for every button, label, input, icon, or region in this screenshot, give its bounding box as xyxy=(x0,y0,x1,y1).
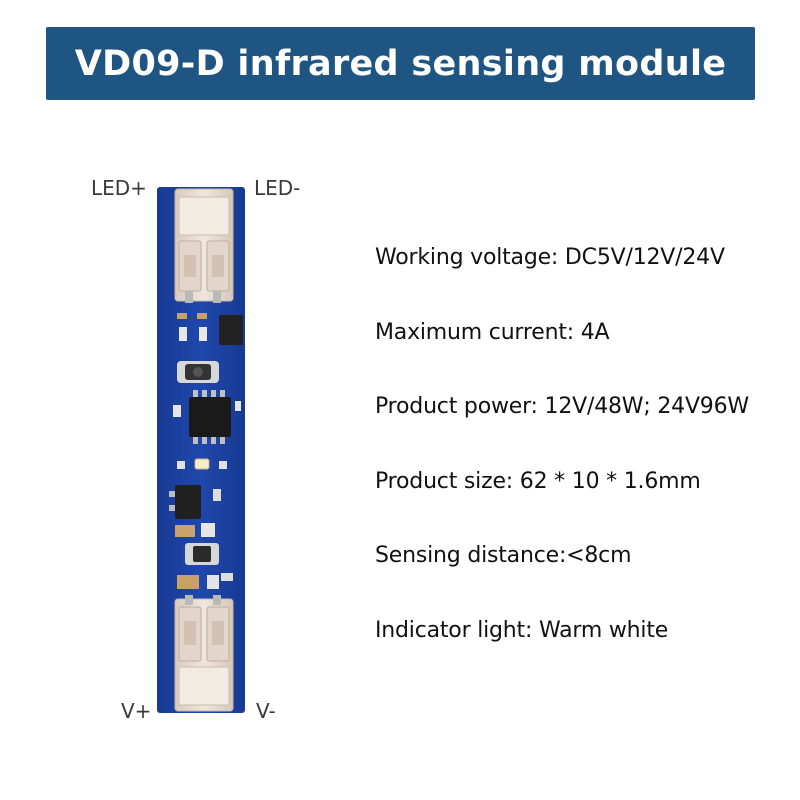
pcb-module-image xyxy=(155,187,247,713)
title-banner: VD09-D infrared sensing module xyxy=(46,27,755,100)
spec-indicator-light: Indicator light: Warm white xyxy=(375,617,669,643)
spec-maximum-current: Maximum current: 4A xyxy=(375,319,610,345)
top-connector xyxy=(174,188,234,303)
spec-list: Working voltage: DC5V/12V/24V Maximum cu… xyxy=(375,245,749,693)
spec-sensing-distance: Sensing distance:<8cm xyxy=(375,543,632,569)
spec-product-size: Product size: 62 * 10 * 1.6mm xyxy=(375,468,701,494)
pin-label-led-minus: LED- xyxy=(254,176,301,200)
pin-label-led-plus: LED+ xyxy=(91,176,147,200)
main-ic xyxy=(189,390,231,444)
spec-working-voltage: Working voltage: DC5V/12V/24V xyxy=(375,245,725,270)
page-title: VD09-D infrared sensing module xyxy=(74,43,727,84)
pin-label-v-plus: V+ xyxy=(121,699,152,723)
pin-label-v-minus: V- xyxy=(256,699,276,723)
bottom-connector xyxy=(174,595,234,712)
pcb-board-illustration xyxy=(157,187,245,713)
spec-product-power: Product power: 12V/48W; 24V96W xyxy=(375,394,749,420)
